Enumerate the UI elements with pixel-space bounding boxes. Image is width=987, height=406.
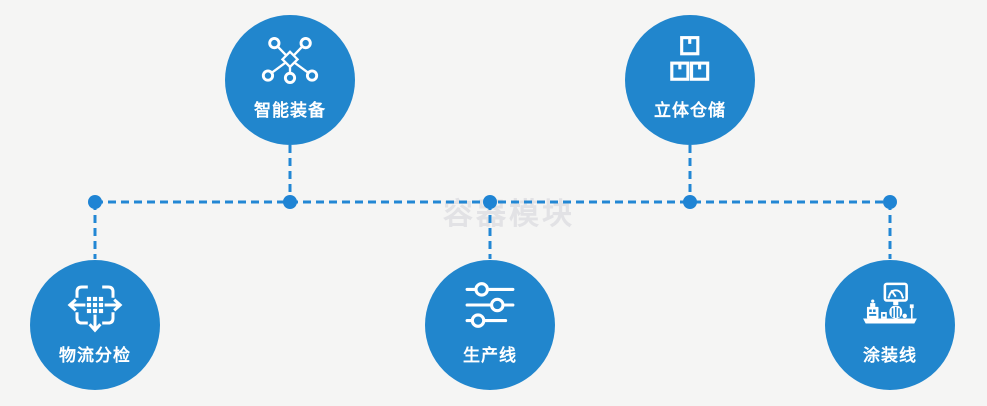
junction-dots [88,195,897,209]
node-label: 涂装线 [863,346,917,365]
node-label: 立体仓储 [654,101,726,120]
node-smart-equipment: 智能装备 [225,15,355,145]
network-nodes-icon [261,32,319,88]
sorting-arrows-icon [65,277,125,333]
node-production-line: 生产线 [425,260,555,390]
node-logistics-sorting: 物流分检 [30,260,160,390]
node-label: 智能装备 [254,101,326,120]
node-label: 物流分检 [59,346,131,365]
node-painting-line: 涂装线 [825,260,955,390]
node-stereoscopic-warehouse: 立体仓储 [625,15,755,145]
stacked-boxes-icon [664,32,716,88]
node-label: 生产线 [463,346,517,365]
control-station-icon [858,277,922,333]
sliders-icon [464,277,516,333]
